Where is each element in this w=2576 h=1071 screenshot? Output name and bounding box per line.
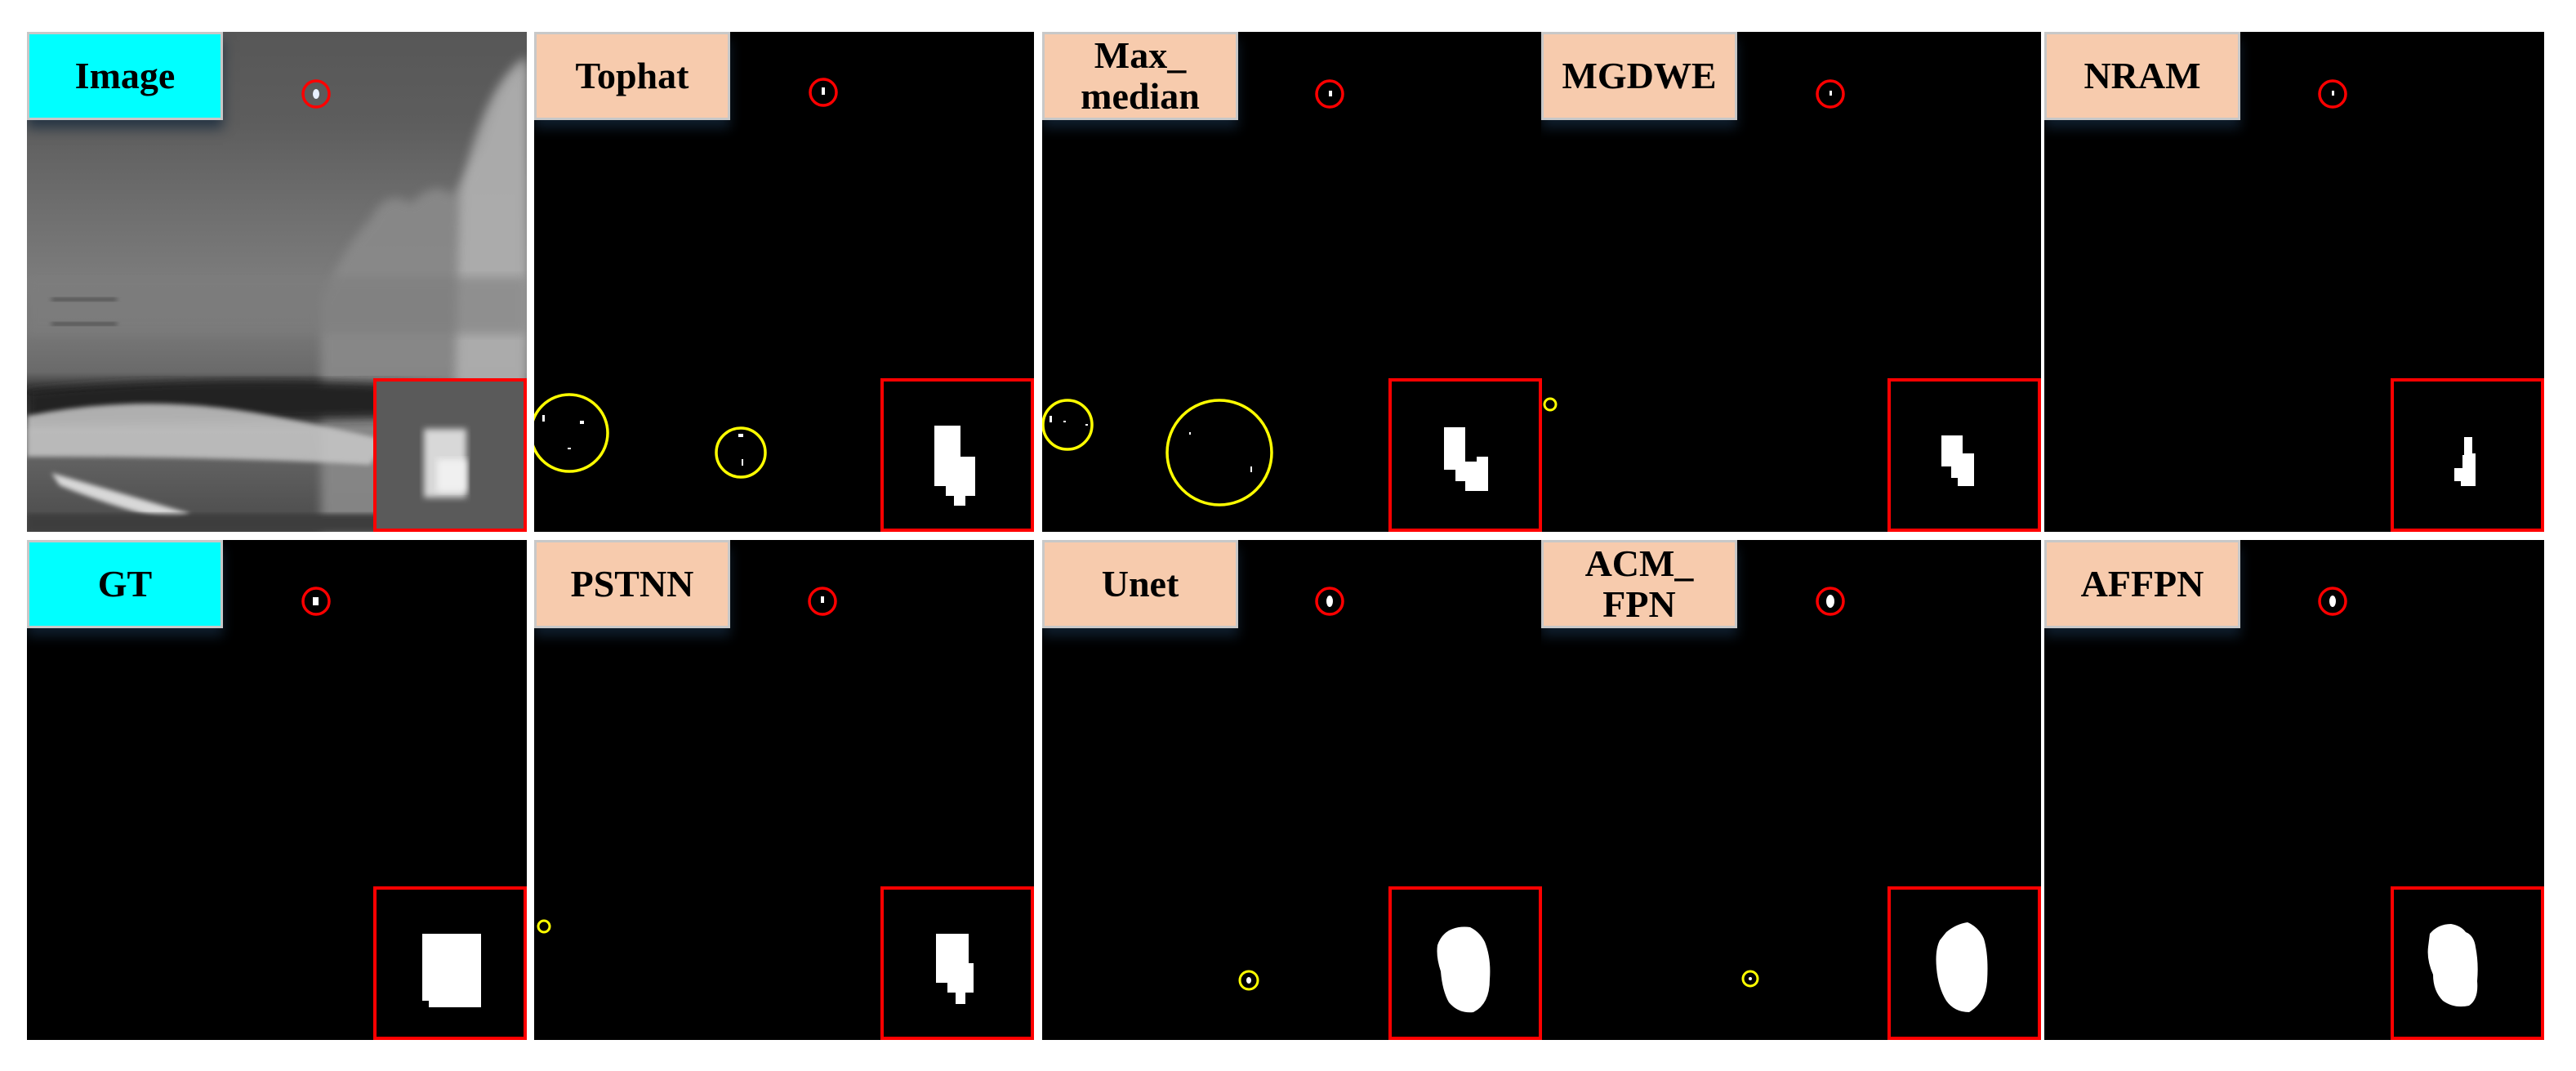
detection-overlay (1042, 79, 1344, 506)
false-alarm-circle (715, 426, 767, 479)
label-gt: GT (27, 540, 223, 628)
panel-affpn: AFFPN (2044, 540, 2544, 1040)
inset-target-zoom (424, 429, 466, 498)
inset-mask (1437, 926, 1491, 1013)
label-nram: NRAM (2044, 32, 2240, 120)
false-alarm-circle (537, 919, 551, 934)
zoom-inset (880, 886, 1034, 1040)
true-target-circle (2318, 79, 2347, 109)
label-affpn: AFFPN (2044, 540, 2240, 628)
target-blob (1326, 596, 1333, 607)
target-blob (822, 87, 825, 95)
panel-pstnn: PSTNN (534, 540, 1034, 1040)
true-target-circle (1816, 587, 1845, 616)
label-image: Image (27, 32, 223, 120)
panel-max-median: Max_ median (1042, 32, 1542, 532)
zoom-inset (1887, 886, 2041, 1040)
target-blob (1329, 91, 1332, 96)
zoom-inset (373, 378, 527, 532)
target-blob (821, 596, 824, 603)
target-blob (2332, 91, 2334, 96)
false-alarm-circle (534, 393, 609, 473)
panel-nram: NRAM (2044, 32, 2544, 532)
detection-overlay (534, 78, 838, 479)
panel-tophat: Tophat (534, 32, 1034, 532)
target-blob (1829, 91, 1832, 96)
target-blob (2329, 596, 2336, 607)
detection-overlay (1238, 587, 1344, 991)
detection-overlay (537, 587, 837, 934)
zoom-inset (373, 886, 527, 1040)
true-target-circle (1816, 79, 1845, 109)
zoom-inset (2391, 378, 2544, 532)
false-alarm-circle (1165, 399, 1273, 506)
zoom-inset (1388, 378, 1542, 532)
label-acm-fpn: ACM_ FPN (1541, 540, 1737, 628)
true-target-circle (301, 79, 331, 109)
detection-overlay (1543, 79, 1845, 412)
inset-mask (936, 934, 974, 1004)
panel-gt: GT (27, 540, 527, 1040)
detection-overlay (2318, 79, 2347, 109)
false-alarm-circle (1238, 970, 1259, 991)
false-alarm-circle (1543, 397, 1558, 412)
detection-overlay (2318, 587, 2347, 616)
target-overlay (301, 587, 331, 616)
inset-mask (934, 426, 975, 506)
zoom-inset (2391, 886, 2544, 1040)
target-blob (313, 597, 319, 605)
panel-mgdwe: MGDWE (1541, 32, 2041, 532)
label-tophat: Tophat (534, 32, 730, 120)
false-alarm-circle (1741, 970, 1759, 988)
zoom-inset (1388, 886, 1542, 1040)
inset-mask (1936, 922, 1988, 1012)
inset-mask (2427, 924, 2478, 1007)
inset-mask (1941, 435, 1974, 486)
panel-acm-fpn: ACM_ FPN (1541, 540, 2041, 1040)
true-target-circle (301, 587, 331, 616)
true-target-circle (2318, 587, 2347, 616)
label-unet: Unet (1042, 540, 1238, 628)
label-mgdwe: MGDWE (1541, 32, 1737, 120)
true-target-circle (1315, 587, 1344, 616)
zoom-inset (1887, 378, 2041, 532)
detection-overlay (1741, 587, 1845, 988)
zoom-inset (880, 378, 1034, 532)
target-blob (313, 89, 319, 99)
true-target-circle (809, 78, 838, 107)
inset-mask (2454, 437, 2476, 486)
true-target-circle (1315, 79, 1344, 109)
false-alarm-circle (1042, 399, 1094, 451)
panel-unet: Unet (1042, 540, 1542, 1040)
true-target-circle (808, 587, 837, 616)
panel-image: Image (27, 32, 527, 532)
label-max-median: Max_ median (1042, 32, 1238, 120)
inset-ground-truth-mask (422, 934, 481, 1007)
label-pstnn: PSTNN (534, 540, 730, 628)
target-blob (1826, 595, 1834, 608)
inset-mask (1444, 427, 1488, 491)
target-overlay (301, 79, 331, 109)
